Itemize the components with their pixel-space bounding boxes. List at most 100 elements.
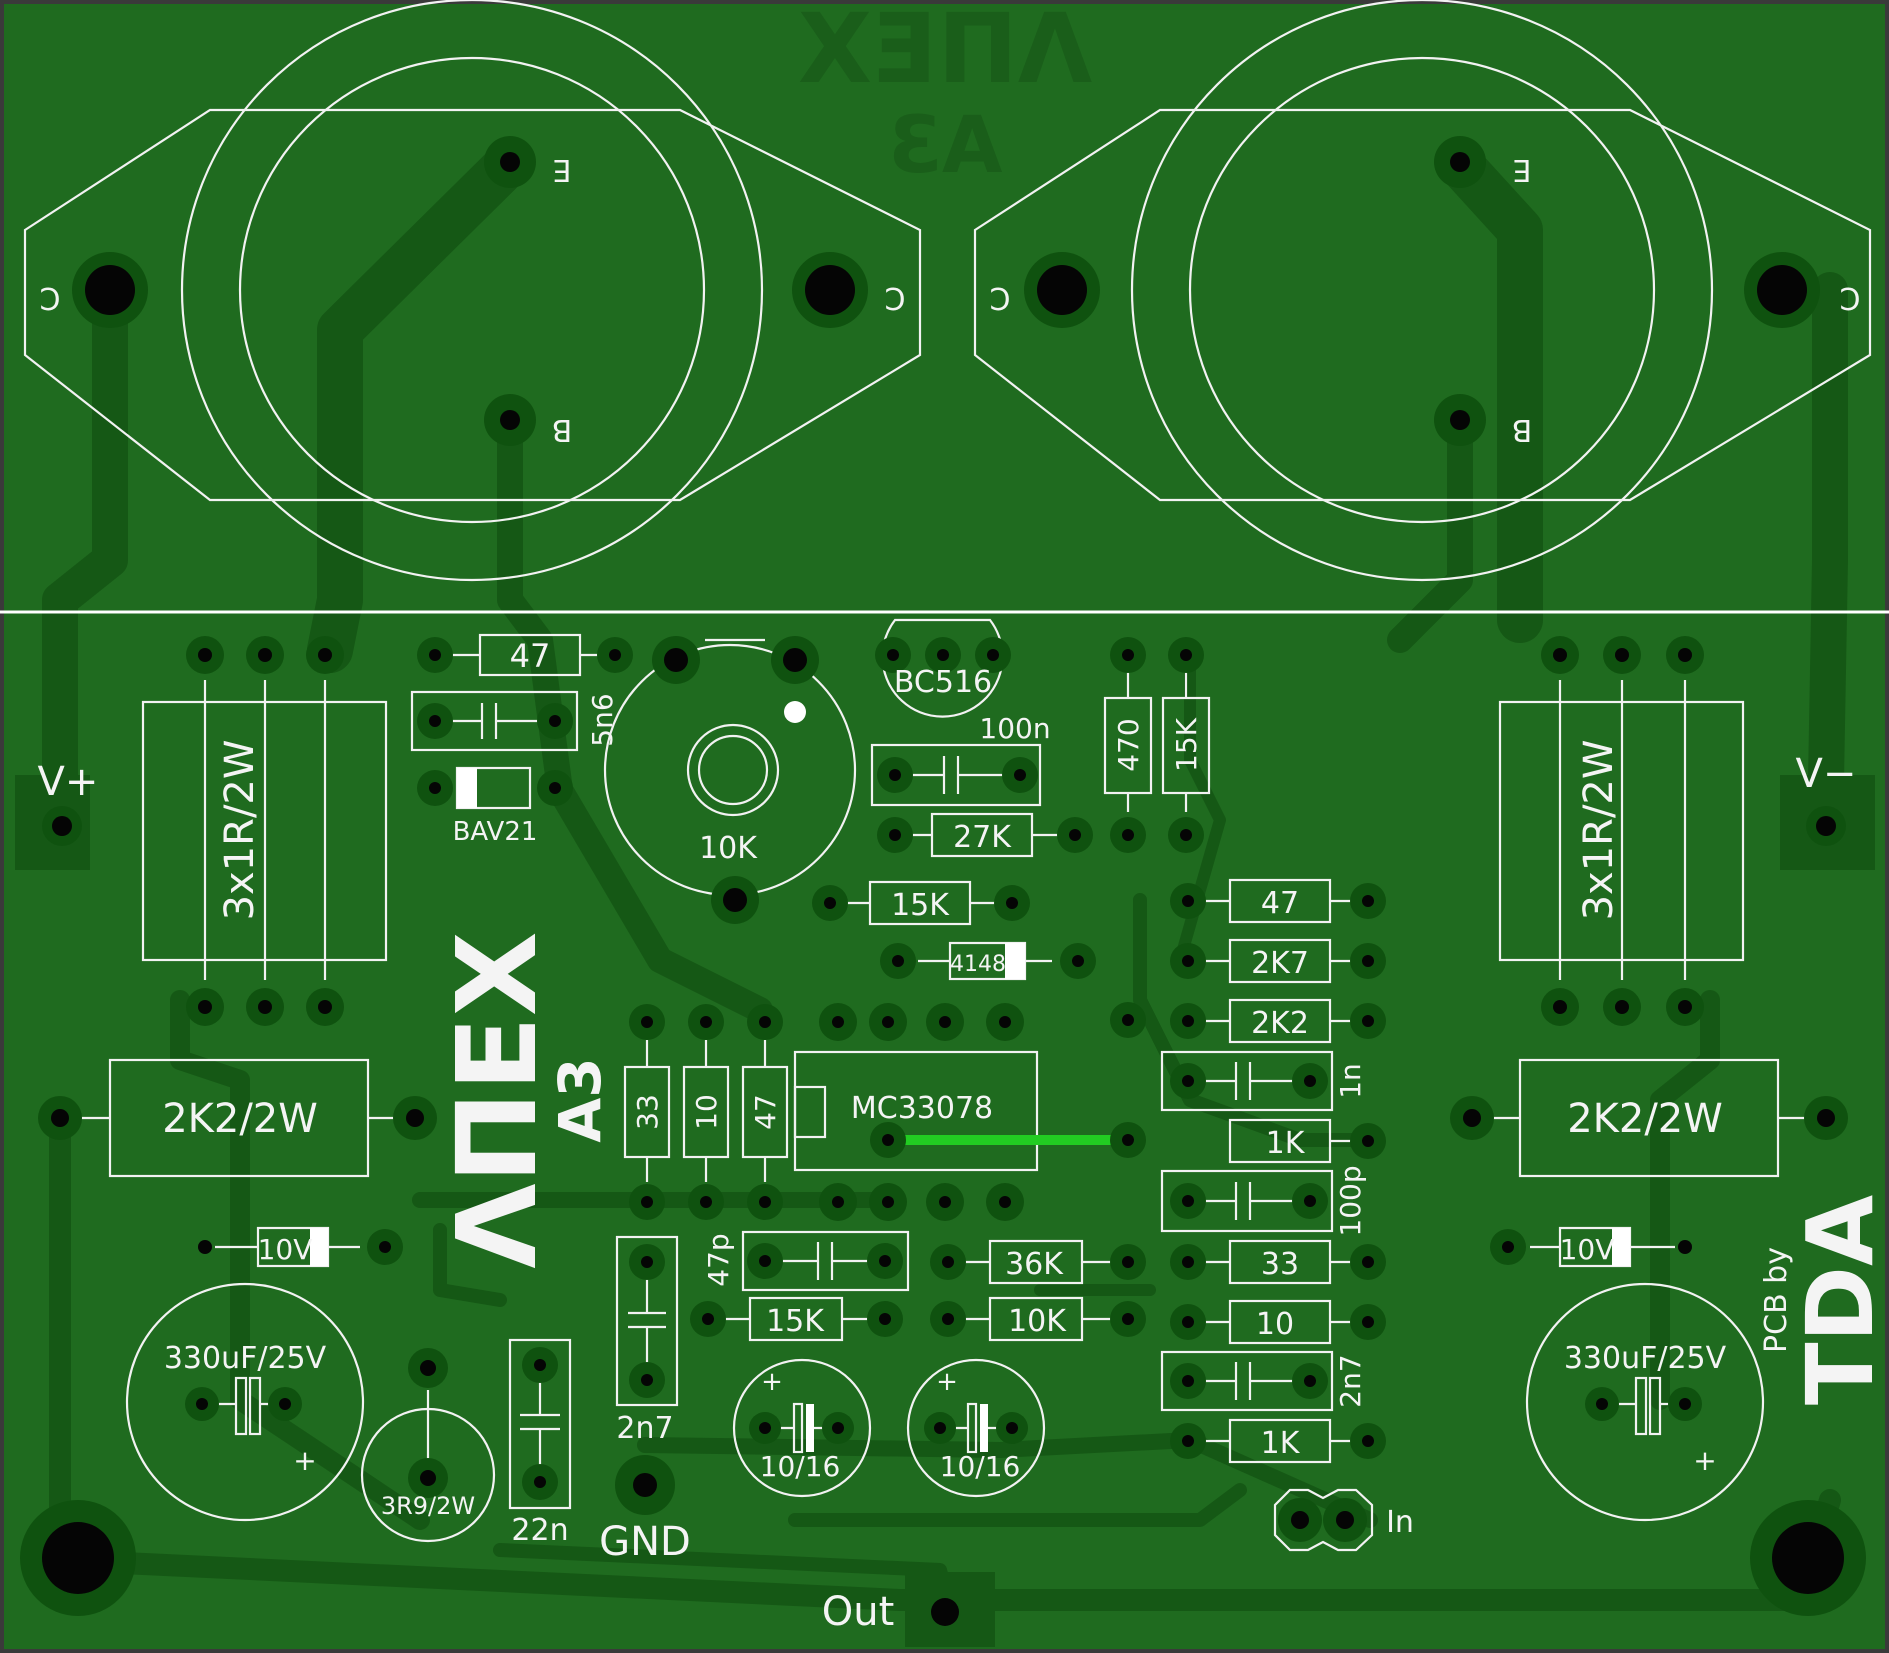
pin-label-e: E: [553, 152, 572, 187]
resistor-47-b: 47: [1170, 878, 1386, 924]
power-resistor-right: 2K2/2W: [1450, 1058, 1848, 1178]
power-transistor-right: E B C C: [973, 0, 1872, 582]
capacitor-2n7-left: 2n7: [615, 1235, 679, 1446]
resistor-1k-b: 1K: [1170, 1418, 1386, 1464]
pin-label-b: B: [552, 412, 573, 447]
pin-label-c: C: [40, 280, 61, 315]
svg-text:3R9/2W: 3R9/2W: [381, 1492, 475, 1520]
svg-text:2K2/2W: 2K2/2W: [162, 1096, 318, 1142]
svg-text:In: In: [1386, 1505, 1414, 1540]
capacitor-100n: 100n: [870, 712, 1051, 807]
resistor-470: 470: [1103, 637, 1153, 853]
svg-text:2K2/2W: 2K2/2W: [1567, 1096, 1723, 1142]
connector-vplus[interactable]: V+: [15, 759, 98, 870]
svg-text:3x1R/2W: 3x1R/2W: [217, 740, 263, 921]
pin-label-c: C: [990, 280, 1011, 315]
svg-text:BC516: BC516: [894, 665, 992, 700]
svg-text:+: +: [293, 1444, 316, 1477]
svg-text:10/16: 10/16: [760, 1450, 841, 1483]
svg-text:330uF/25V: 330uF/25V: [164, 1341, 327, 1376]
trimmer-10k[interactable]: 10K: [603, 636, 857, 924]
svg-text:V−: V−: [1796, 751, 1857, 797]
svg-text:10K: 10K: [699, 831, 758, 866]
zener-diode-right: 10V: [1490, 1226, 1692, 1268]
svg-text:330uF/25V: 330uF/25V: [1564, 1341, 1727, 1376]
mounting-holes: [20, 1500, 1866, 1616]
connector-out[interactable]: Out: [822, 1572, 995, 1647]
svg-text:1n: 1n: [1334, 1063, 1367, 1099]
svg-text:1K: 1K: [1266, 1126, 1306, 1161]
svg-text:36K: 36K: [1005, 1247, 1064, 1282]
svg-text:100n: 100n: [979, 712, 1050, 745]
resistor-33-vertical: 33: [623, 1004, 671, 1220]
svg-text:33: 33: [1261, 1247, 1299, 1282]
electrolytic-capacitor-right: + 330uF/25V: [1525, 1282, 1765, 1522]
zener-diode-left: 10V: [198, 1226, 403, 1268]
resistor-array-right: 3x1R/2W: [1498, 636, 1745, 1026]
resistor-2k7: 2K7: [1170, 938, 1386, 984]
pin-label-b: B: [1512, 412, 1533, 447]
opamp-mc33078: MC33078: [793, 1003, 1146, 1221]
diode-bav21-left: BAV21: [417, 766, 573, 847]
capacitor-1n: 1n: [1160, 1050, 1367, 1112]
pin-label-c: C: [885, 280, 906, 315]
svg-text:10V: 10V: [1560, 1233, 1615, 1266]
svg-text:A3: A3: [546, 1057, 614, 1142]
resistor-15k-vertical: 15K: [1161, 637, 1211, 853]
svg-text:15K: 15K: [891, 888, 950, 923]
svg-text:+: +: [1693, 1444, 1716, 1477]
brand-logo: ΛΠΕΧ A3: [433, 931, 614, 1268]
connector-vminus[interactable]: V−: [1780, 751, 1875, 870]
pin-label-e: E: [1513, 152, 1532, 187]
svg-text:47: 47: [510, 637, 551, 675]
svg-text:10K: 10K: [1008, 1304, 1067, 1339]
mirrored-brand-text: ΛΠΕΧ A3: [798, 0, 1092, 191]
power-transistor-left: E B C C: [23, 0, 922, 582]
electrolytic-capacitor-left: + 330uF/25V: [125, 1282, 365, 1522]
resistor-10-b: 10: [1170, 1299, 1386, 1345]
svg-text:10: 10: [690, 1094, 723, 1130]
svg-text:2K2: 2K2: [1251, 1006, 1309, 1041]
svg-text:15K: 15K: [1170, 717, 1203, 772]
capacitor-5n6-left: 5n6: [410, 690, 619, 752]
svg-text:A3: A3: [888, 101, 1003, 191]
capacitor-2n7-right: 2n7: [1160, 1350, 1367, 1412]
svg-text:2n7: 2n7: [616, 1411, 673, 1446]
resistor-15k-low: 15K: [690, 1296, 903, 1342]
svg-text:100p: 100p: [1334, 1165, 1367, 1236]
pcb-credit: PCB by TDA: [1759, 1195, 1889, 1405]
resistor-1k-a: 1K: [1228, 1118, 1386, 1164]
resistor-3r9: 3R9/2W: [360, 1348, 496, 1543]
resistor-47-vertical: 47: [741, 1004, 789, 1220]
svg-text:BAV21: BAV21: [453, 817, 538, 847]
power-resistor-left: 2K2/2W: [38, 1058, 437, 1178]
svg-text:47: 47: [1261, 886, 1299, 921]
svg-text:ΛΠΕΧ: ΛΠΕΧ: [798, 0, 1092, 105]
svg-text:1K: 1K: [1261, 1426, 1301, 1461]
svg-text:47p: 47p: [702, 1233, 735, 1286]
transistor-bc516: BC516: [875, 618, 1011, 718]
svg-text:27K: 27K: [953, 820, 1012, 855]
svg-text:33: 33: [631, 1094, 664, 1130]
svg-text:V+: V+: [38, 759, 99, 805]
svg-text:ΛΠΕΧ: ΛΠΕΧ: [433, 931, 561, 1268]
svg-text:10V: 10V: [258, 1233, 313, 1266]
resistor-10-vertical: 10: [682, 1004, 730, 1220]
svg-text:15K: 15K: [766, 1304, 825, 1339]
pin-label-c: C: [1840, 280, 1861, 315]
electrolytic-capacitor-b: + 10/16: [906, 1358, 1046, 1498]
svg-text:4148: 4148: [950, 952, 1006, 977]
resistor-33-b: 33: [1170, 1239, 1386, 1285]
svg-text:10/16: 10/16: [940, 1450, 1021, 1483]
capacitor-100p: 100p: [1160, 1165, 1367, 1237]
connector-in[interactable]: In: [1273, 1488, 1414, 1552]
svg-text:470: 470: [1112, 718, 1145, 771]
svg-text:PCB by: PCB by: [1759, 1247, 1794, 1353]
svg-text:2K7: 2K7: [1251, 946, 1309, 981]
resistor-array-left: 3x1R/2W: [141, 636, 388, 1026]
resistor-2k2: 2K2: [1170, 998, 1386, 1044]
svg-text:MC33078: MC33078: [851, 1091, 993, 1126]
connector-gnd[interactable]: GND: [599, 1455, 691, 1565]
